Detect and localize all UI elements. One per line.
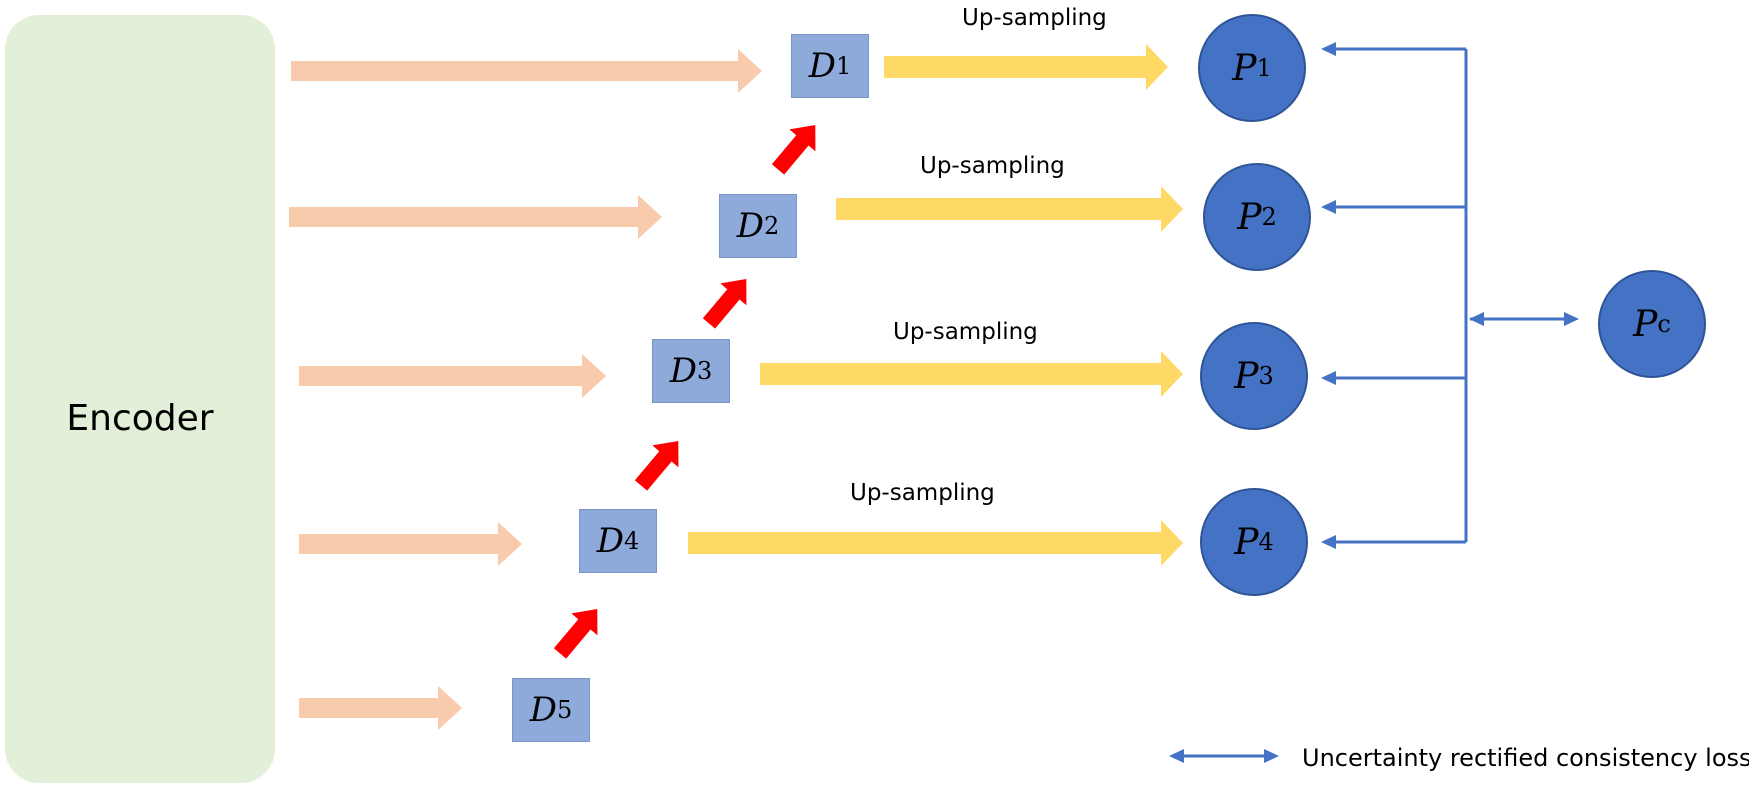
decoder-d2-base: D <box>736 206 764 246</box>
decoder-d3-sub: 3 <box>696 357 713 385</box>
skip-arrow-d4 <box>299 522 522 566</box>
decoder-d3-base: D <box>669 351 697 391</box>
prediction-p1-base: P <box>1232 47 1257 89</box>
upsampling-label-2: Up-sampling <box>920 153 1065 179</box>
prediction-p2-sub: 2 <box>1261 203 1277 231</box>
prediction-p1-sub: 1 <box>1256 54 1272 82</box>
skip-arrow-d2 <box>289 195 662 239</box>
decoder-d4-base: D <box>596 521 624 561</box>
prediction-p3-base: P <box>1234 355 1259 397</box>
upsampling-arrow-p1 <box>884 44 1168 90</box>
prediction-p4-sub: 4 <box>1258 528 1274 556</box>
encoder-label: Encoder <box>66 398 214 439</box>
chain-arrow-d5-d4 <box>553 609 598 659</box>
prediction-pc-sub: c <box>1657 310 1671 338</box>
decoder-d4-sub: 4 <box>623 527 640 555</box>
chain-arrow-d4-d3 <box>634 441 679 491</box>
consistency-loss-arrowheads <box>1169 42 1579 763</box>
decoder-d5-base: D <box>529 690 557 730</box>
decoder-d5-sub: 5 <box>556 696 573 724</box>
chain-arrow-d2-d1 <box>771 125 816 175</box>
skip-arrow-d3 <box>299 354 606 398</box>
upsampling-label-3: Up-sampling <box>893 319 1038 345</box>
decoder-d1-sub: 1 <box>835 52 852 80</box>
prediction-p3-sub: 3 <box>1258 362 1274 390</box>
legend-text: Uncertainty rectified consistency loss <box>1302 744 1749 772</box>
prediction-pc-base: P <box>1633 303 1658 345</box>
encoder-block <box>5 15 275 783</box>
upsampling-arrow-p3 <box>760 351 1183 397</box>
prediction-p4-base: P <box>1234 521 1259 563</box>
decoder-d2-sub: 2 <box>763 212 780 240</box>
upsampling-arrow-p4 <box>688 520 1183 566</box>
chain-arrow-d3-d2 <box>702 279 747 329</box>
decoder-d1-base: D <box>808 46 836 86</box>
consistency-loss-connector <box>1178 47 1568 758</box>
upsampling-label-4: Up-sampling <box>850 480 995 506</box>
upsampling-arrow-p2 <box>836 186 1183 232</box>
skip-arrow-d1 <box>291 49 762 93</box>
prediction-p2-base: P <box>1237 196 1262 238</box>
skip-arrow-d5 <box>299 686 462 730</box>
upsampling-label-1: Up-sampling <box>962 5 1107 31</box>
